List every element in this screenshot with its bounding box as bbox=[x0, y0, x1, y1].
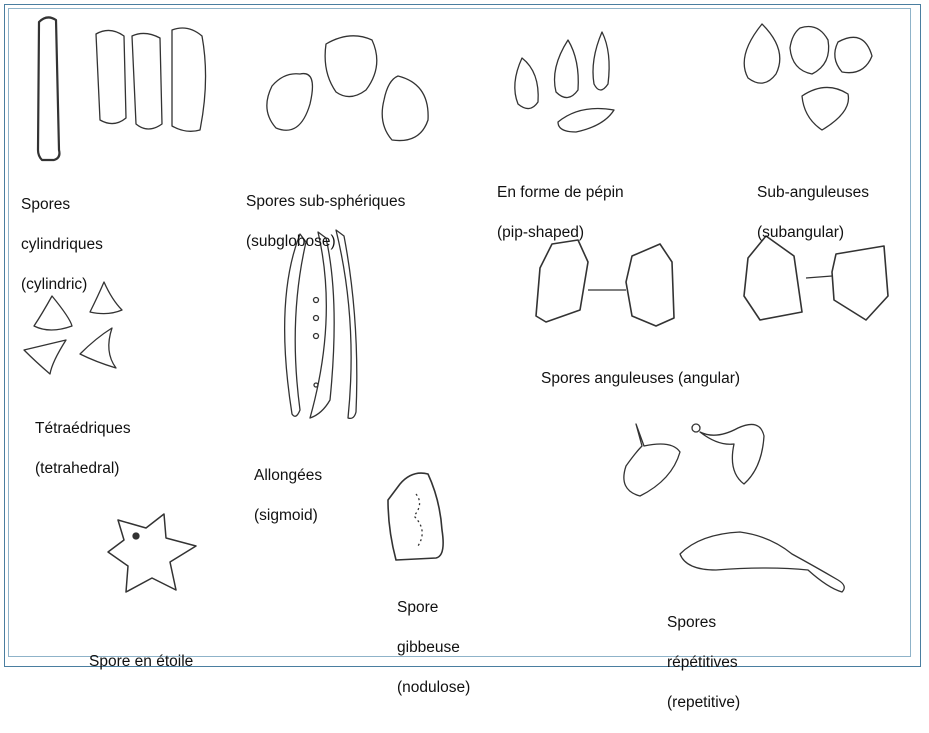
label-line: (subangular) bbox=[757, 224, 845, 241]
label-line: Allongées bbox=[254, 467, 323, 484]
label-line: Sub-anguleuses bbox=[757, 184, 870, 201]
label-line: Spores anguleuses (angular) bbox=[541, 370, 741, 387]
label-pip-shaped: En forme de pépin (pip-shaped) bbox=[497, 163, 624, 263]
label-line: En forme de pépin bbox=[497, 184, 624, 201]
inner-frame bbox=[8, 8, 911, 657]
label-sigmoid: Allongées (sigmoid) bbox=[254, 446, 322, 546]
label-line: répétitives bbox=[667, 654, 738, 671]
label-subglobose: Spores sub-sphériques (subglobose) bbox=[246, 172, 405, 272]
label-line: Spores bbox=[667, 614, 717, 631]
label-line: Tétraédriques bbox=[35, 420, 131, 437]
cylindric-spores bbox=[36, 16, 207, 162]
tetrahedral-spores bbox=[23, 281, 123, 375]
label-line: (nodulose) bbox=[397, 679, 471, 696]
pip-shaped-spores bbox=[514, 31, 615, 133]
label-subangular: Sub-anguleuses (subangular) bbox=[757, 163, 869, 263]
label-line: Spores sub-sphériques bbox=[246, 193, 406, 210]
label-line: Spores bbox=[21, 196, 71, 213]
star-spore bbox=[107, 513, 197, 593]
label-angular: Spores anguleuses (angular) bbox=[541, 349, 740, 409]
label-line: Spore en étoile bbox=[89, 653, 194, 670]
label-line: (pip-shaped) bbox=[497, 224, 585, 241]
label-line: (cylindric) bbox=[21, 276, 88, 293]
label-line: (subglobose) bbox=[246, 233, 336, 250]
label-nodulose: Spore gibbeuse (nodulose) bbox=[397, 578, 470, 718]
label-repetitive: Spores répétitives (repetitive) bbox=[667, 593, 740, 733]
angular-spores bbox=[535, 235, 889, 327]
label-cylindric: Spores cylindriques (cylindric) bbox=[21, 175, 103, 315]
repetitive-spores bbox=[623, 423, 845, 593]
label-line: (tetrahedral) bbox=[35, 460, 120, 477]
spore-drawings bbox=[23, 16, 889, 593]
subglobose-spores bbox=[266, 35, 429, 142]
nodulose-spore bbox=[387, 472, 444, 561]
label-tetrahedral: Tétraédriques (tetrahedral) bbox=[35, 399, 131, 499]
outer-frame bbox=[4, 4, 921, 667]
subangular-spores bbox=[743, 23, 873, 131]
label-line: (repetitive) bbox=[667, 694, 741, 711]
label-line: Spore bbox=[397, 599, 439, 616]
label-star: Spore en étoile bbox=[89, 632, 193, 692]
label-line: gibbeuse bbox=[397, 639, 460, 656]
sigmoid-spores bbox=[284, 229, 358, 420]
label-line: cylindriques bbox=[21, 236, 103, 253]
label-line: (sigmoid) bbox=[254, 507, 318, 524]
